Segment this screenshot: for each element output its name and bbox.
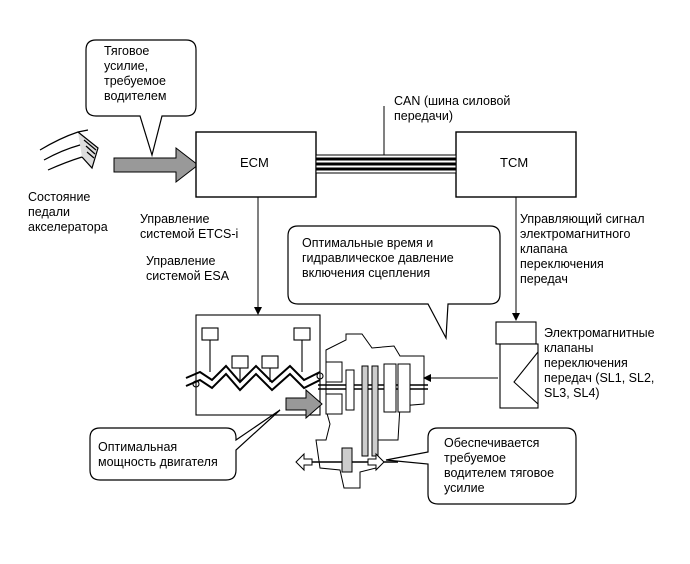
accelerator-pedal-icon	[39, 129, 99, 171]
ecm-label: ECM	[240, 155, 269, 170]
etcs-label: Управление системой ETCS-i	[140, 212, 239, 241]
callout-optimal-power	[89, 409, 281, 481]
ecm-box	[195, 131, 317, 198]
solenoids-label: Электромагнитные клапаны переключения пе…	[544, 326, 655, 400]
callout-traction	[85, 39, 197, 158]
can-bus-lines	[315, 154, 457, 174]
tcm-box	[455, 131, 577, 198]
esa-label: Управление системой ESA	[146, 254, 230, 283]
optimal-power-label: Оптимальная мощность двигателя	[98, 440, 218, 469]
tcm-label: TCM	[500, 155, 529, 170]
output-arrow-right	[367, 452, 385, 472]
output-arrow-left	[295, 452, 313, 472]
callout-provided-force	[385, 427, 577, 505]
engine-power-arrow	[285, 388, 323, 420]
optimal-time-label: Оптимальные время и гидравлическое давле…	[302, 236, 454, 280]
provided-force-label: Обеспечивается требуемое водителем тягов…	[444, 436, 555, 495]
control-signal-label: Управляющий сигнал электромагнитного кла…	[520, 212, 645, 286]
traction-force-label: Тяговое усилие, требуемое водителем	[104, 44, 167, 103]
callout-optimal-time	[287, 225, 501, 341]
pedal-to-ecm-arrow	[113, 146, 199, 184]
pedal-state-label: Состояние педали акселератора	[28, 190, 108, 234]
solenoid-valve-icon	[495, 321, 539, 409]
can-bus-label: CAN (шина силовой передачи)	[394, 94, 511, 123]
